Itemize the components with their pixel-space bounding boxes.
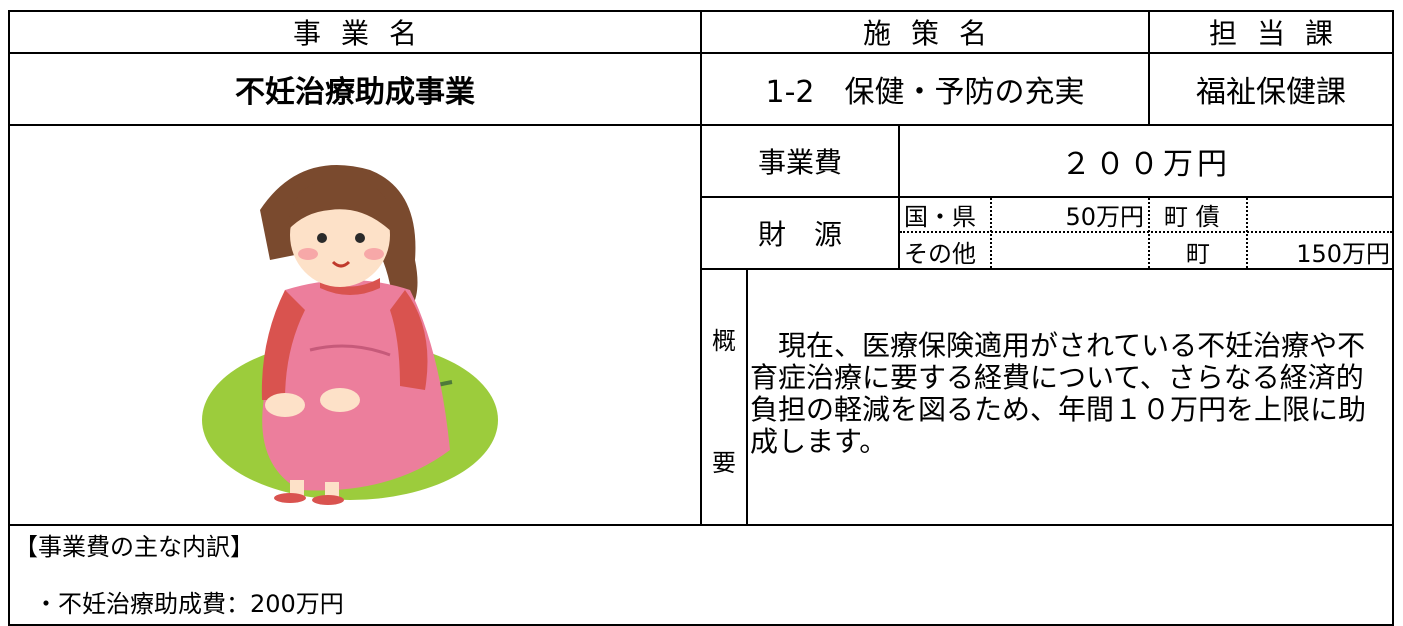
col-divider-summary bbox=[746, 268, 748, 526]
funding-town-label: 町 bbox=[1186, 239, 1210, 268]
funding-label: 財 源 bbox=[757, 218, 842, 251]
funding-dotted-col-3 bbox=[1246, 198, 1248, 268]
header-department: 担当課 bbox=[1208, 17, 1353, 50]
header-project-name: 事業名 bbox=[292, 17, 437, 50]
funding-town-value: 150万円 bbox=[1296, 239, 1390, 268]
funding-dotted-col-1 bbox=[990, 198, 992, 268]
cheek-right bbox=[364, 248, 384, 260]
summary-text: 現在、医療保険適用がされている不妊治療や不育症治療に要する経費について、さらなる… bbox=[750, 329, 1367, 458]
mouth bbox=[331, 260, 351, 268]
col-divider-cost bbox=[898, 124, 900, 270]
hand-left bbox=[265, 393, 305, 417]
summary-label-bottom: 要 bbox=[712, 448, 736, 477]
policy-name: 1-2 保健・予防の充実 bbox=[765, 75, 1085, 110]
col-divider-dept bbox=[1148, 10, 1150, 126]
funding-bond-value bbox=[1248, 198, 1390, 231]
breakdown-title: 【事業費の主な内訳】 bbox=[14, 533, 254, 561]
funding-dotted-col-2 bbox=[1148, 198, 1150, 268]
shoe-left bbox=[274, 493, 306, 503]
hair-front bbox=[288, 177, 395, 235]
funding-other-value bbox=[992, 234, 1144, 268]
eye-left bbox=[317, 233, 327, 243]
header-policy-name: 施策名 bbox=[862, 17, 1007, 50]
funding-national-value: 50万円 bbox=[1065, 203, 1144, 231]
belly-line bbox=[309, 344, 391, 357]
funding-bond-label: 町 債 bbox=[1164, 203, 1220, 231]
table-border-bottom bbox=[8, 624, 1394, 626]
eye-right bbox=[355, 233, 365, 243]
breakdown-item: ・不妊治療助成費：200万円 bbox=[34, 590, 344, 618]
funding-national-label: 国・県 bbox=[904, 203, 976, 231]
row-divider-3 bbox=[700, 196, 1394, 198]
department-name: 福祉保健課 bbox=[1196, 75, 1346, 110]
sleeve-left bbox=[261, 290, 305, 400]
col-divider-main bbox=[700, 10, 702, 526]
table-border-left bbox=[8, 10, 10, 626]
pregnant-woman-sitting-icon bbox=[202, 165, 498, 505]
collar bbox=[320, 278, 380, 295]
cost-value: ２００万円 bbox=[1061, 147, 1231, 182]
funding-other-label: その他 bbox=[904, 239, 976, 268]
cost-label: 事業費 bbox=[757, 146, 842, 179]
project-name: 不妊治療助成事業 bbox=[235, 75, 475, 110]
table-border-right bbox=[1392, 10, 1394, 626]
leg-left bbox=[290, 480, 304, 496]
shoe-right bbox=[312, 495, 344, 505]
summary-label-top: 概 bbox=[712, 326, 736, 355]
hand-right bbox=[320, 388, 360, 412]
sleeve-right bbox=[390, 290, 428, 390]
cheek-left bbox=[298, 248, 318, 260]
leg-right bbox=[325, 482, 339, 498]
row-divider-4 bbox=[700, 268, 1394, 270]
funding-dotted-row bbox=[900, 231, 1392, 233]
